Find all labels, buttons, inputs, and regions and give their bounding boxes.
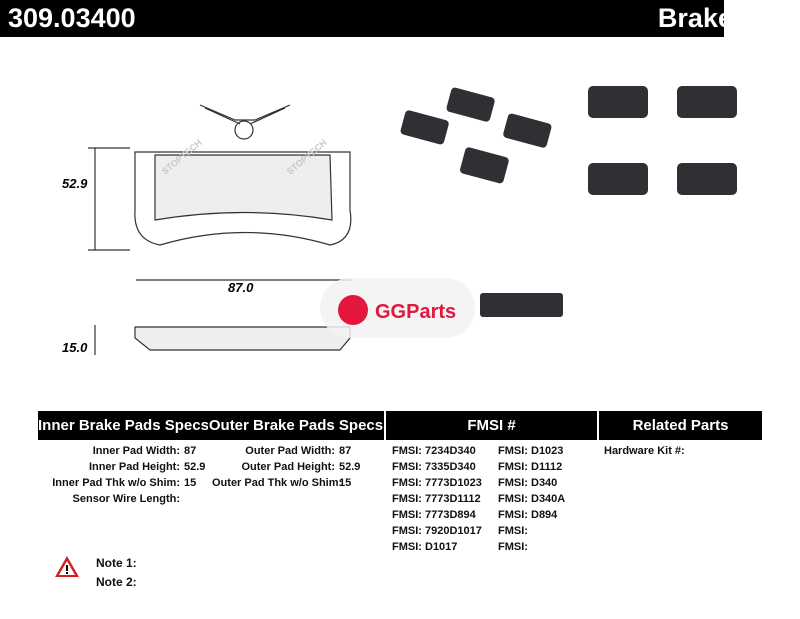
note-1: Note 1:: [96, 556, 137, 570]
spring-clip: [199, 104, 291, 125]
related-parts-header: Related Parts: [599, 411, 762, 440]
header-bar: 309.03400 Brake Pad: [0, 0, 790, 37]
ggparts-logo-icon: [338, 295, 368, 325]
technical-drawing: STOPTECH STOPTECH 52.9 87.0 15.0 GGParts: [62, 86, 737, 355]
product-photo-set: [400, 86, 737, 317]
warning-icon: [55, 556, 79, 577]
pad-friction-area: [154, 154, 333, 221]
side-view-pad: [134, 326, 351, 351]
outer-specs-labels: Outer Pad Width:Outer Pad Height:Outer P…: [212, 445, 343, 489]
watermark-logo: GGParts: [375, 301, 456, 323]
inner-specs-header: Inner Brake Pads Specs: [38, 411, 209, 440]
fmsi-header: FMSI #: [386, 411, 597, 440]
thickness-dimension: 15.0: [62, 340, 88, 355]
notes: Note 1: Note 2:: [96, 554, 137, 592]
part-number: 309.03400: [8, 3, 136, 33]
pad-clip-hole: [234, 120, 254, 140]
product-type: Brake Pad: [657, 3, 790, 33]
note-2: Note 2:: [96, 575, 137, 589]
hardware-kit-label: Hardware Kit #:: [604, 445, 685, 457]
pad-outline: [134, 151, 352, 246]
outer-specs-header: Outer Brake Pads Specs: [208, 411, 384, 440]
width-dimension: 87.0: [228, 280, 254, 295]
height-dimension: 52.9: [62, 176, 88, 191]
inner-specs-labels: Inner Pad Width:Inner Pad Height:Inner P…: [52, 445, 180, 505]
